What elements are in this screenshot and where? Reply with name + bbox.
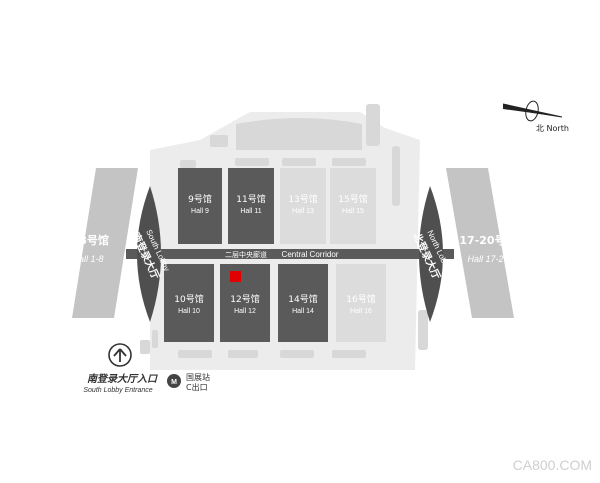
hall-14-label-cn: 14号馆 [288, 293, 317, 305]
station-label-line2: C出口 [186, 382, 208, 392]
entrance-label-cn: 南登录大厅入口 [87, 373, 158, 385]
hall-1-8-label-cn: 1-8号馆 [67, 233, 109, 247]
hall-11-label-en: Hall 11 [240, 208, 261, 215]
hall-17-20-block[interactable] [446, 168, 514, 318]
watermark: CA800.COM [513, 457, 592, 473]
hall-13-block[interactable] [280, 168, 326, 244]
south-lobby[interactable] [137, 186, 161, 322]
entrance-label-en: South Lobby Entrance [83, 387, 152, 394]
hall-9-block[interactable] [178, 168, 222, 244]
hall-10-block[interactable] [164, 264, 214, 342]
metro-icon: M [167, 374, 181, 388]
hall-10-label-cn: 10号馆 [174, 293, 203, 305]
hall-12-label-cn: 12号馆 [230, 293, 259, 305]
hall-15-label-en: Hall 15 [342, 208, 364, 215]
hall-12-block[interactable] [220, 264, 270, 342]
hall-15-label-cn: 15号馆 [338, 193, 367, 205]
hall-13-label-en: Hall 13 [292, 208, 314, 215]
central-corridor[interactable] [126, 249, 454, 259]
hall-9-label-en: Hall 9 [191, 208, 209, 215]
hall-17-20-label-en: Hall 17-20 [467, 254, 508, 264]
hall-14-block[interactable] [278, 264, 328, 342]
hall-1-8-block[interactable] [72, 168, 138, 318]
north-label: 北 North [536, 124, 569, 133]
corridor-label-cn: 二层中央廊道 [225, 250, 267, 259]
hall-14-label-en: Hall 14 [292, 308, 314, 315]
hall-1-8-label-en: Hall 1-8 [72, 254, 103, 264]
hall-17-20-label-cn: 17-20号馆 [459, 233, 516, 247]
hall-16-label-en: Hall 16 [350, 308, 372, 315]
north-lobby[interactable] [419, 186, 443, 322]
hall-13-label-cn: 13号馆 [288, 193, 317, 205]
hall-12-label-en: Hall 12 [234, 308, 256, 315]
hall-10-label-en: Hall 10 [178, 308, 200, 315]
svg-text:M: M [171, 379, 177, 386]
hall-11-label-cn: 11号馆 [236, 193, 265, 205]
hall-16-label-cn: 16号馆 [346, 293, 375, 305]
hall-9-label-cn: 9号馆 [188, 193, 212, 205]
north-arrow-icon [502, 100, 563, 122]
site-blocks [140, 104, 428, 358]
station-label-line1: 国展站 [186, 372, 210, 382]
corridor-label-en: Central Corridor [282, 250, 339, 259]
hall-15-block[interactable] [330, 168, 376, 244]
hall-16-block[interactable] [336, 264, 386, 342]
hall-11-block[interactable] [228, 168, 274, 244]
entrance-arrow-icon [108, 343, 132, 367]
location-marker [230, 271, 241, 282]
